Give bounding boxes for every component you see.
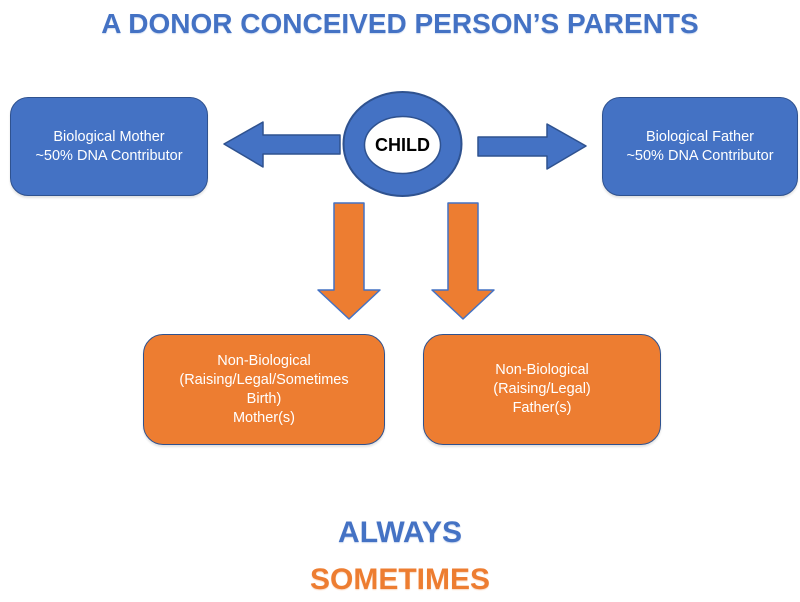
- child-label: CHILD: [375, 135, 430, 155]
- arrow-down-right-icon: [431, 202, 495, 320]
- legend-always: ALWAYS: [338, 516, 462, 549]
- arrow-right-icon: [477, 123, 587, 170]
- non-biological-father-line1: Non-Biological: [495, 362, 589, 378]
- non-biological-father-box: Non-Biological (Raising/Legal) Father(s): [423, 334, 661, 445]
- child-ring-inner: [363, 115, 442, 175]
- page-title: A DONOR CONCEIVED PERSON’S PARENTS: [101, 8, 699, 39]
- non-biological-mother-line2: (Raising/Legal/Sometimes: [179, 371, 349, 388]
- biological-mother-line1: Biological Mother: [53, 128, 165, 145]
- non-biological-father-line3: Father(s): [512, 400, 572, 416]
- non-biological-mother-box: Non-Biological (Raising/Legal/Sometimes …: [143, 334, 385, 445]
- biological-father-line2: ~50% DNA Contributor: [626, 147, 774, 164]
- biological-mother-box: Biological Mother ~50% DNA Contributor: [10, 97, 208, 196]
- non-biological-mother-line4: Mother(s): [232, 409, 296, 426]
- non-biological-mother-line1: Non-Biological: [217, 352, 311, 369]
- non-biological-mother-line3: Birth): [246, 390, 282, 407]
- arrow-down-left-icon: [317, 202, 381, 320]
- biological-mother-line2: ~50% DNA Contributor: [35, 147, 183, 164]
- legend-sometimes: SOMETIMES: [309, 563, 490, 596]
- non-biological-father-line2: (Raising/Legal): [493, 381, 591, 397]
- biological-father-box: Biological Father ~50% DNA Contributor: [602, 97, 798, 196]
- biological-father-line1: Biological Father: [646, 128, 754, 145]
- arrow-left-icon: [223, 121, 341, 168]
